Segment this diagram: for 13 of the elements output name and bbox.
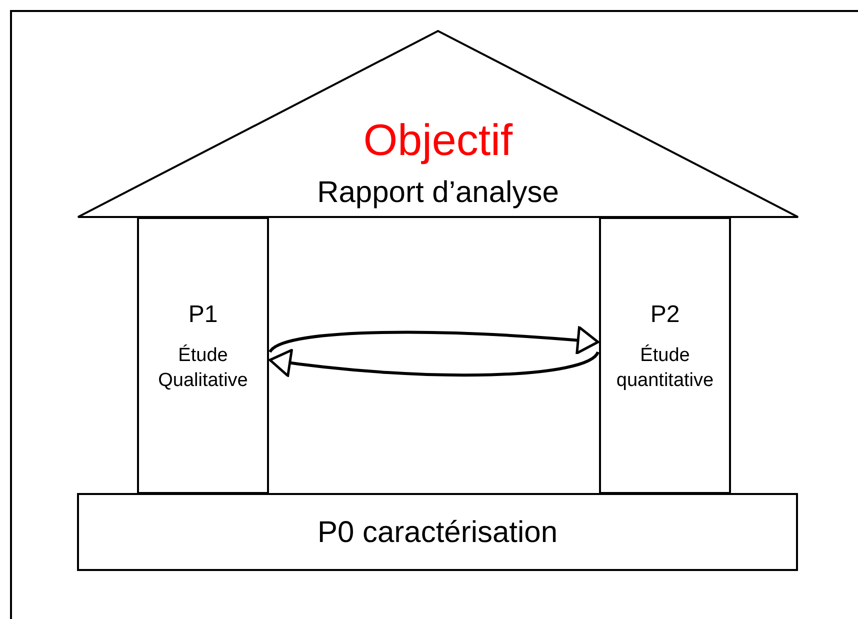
roof-subtitle: Rapport d’analyse	[317, 175, 559, 212]
pillar-box	[137, 217, 269, 494]
roof-heading: Objectif	[363, 115, 513, 167]
cycle-arrow	[268, 348, 600, 377]
pillar-description: Étude Qualitative	[157, 344, 249, 393]
pillar-box	[599, 217, 731, 494]
foundation-label: P0 caractérisation	[317, 515, 558, 551]
pillar-label: P2	[649, 300, 681, 330]
pillar-label: P1	[187, 300, 219, 330]
pillar-description: Étude quantitative	[615, 344, 715, 393]
roof-triangle	[77, 30, 799, 218]
foundation-box	[77, 493, 798, 571]
cycle-arrow	[268, 326, 600, 355]
